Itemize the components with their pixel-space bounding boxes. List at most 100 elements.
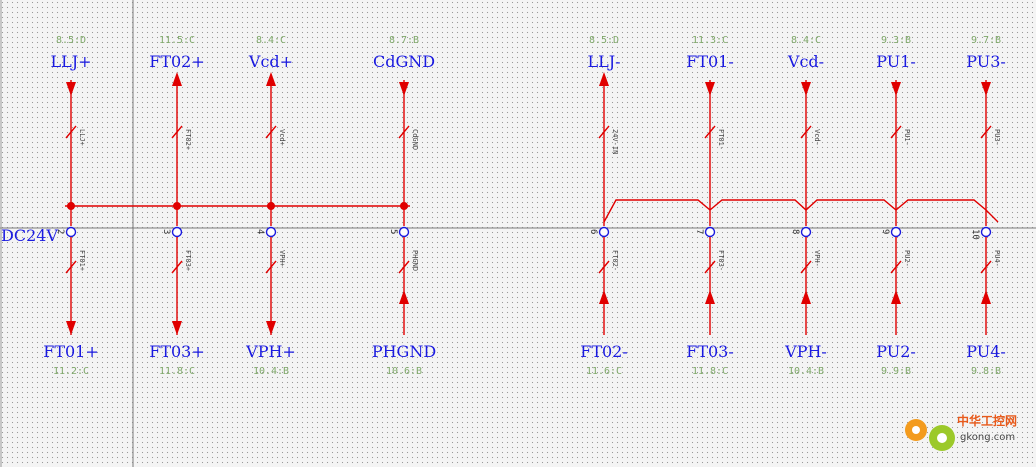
bottom-net-label: FT02-	[611, 250, 619, 271]
top-signal-label: LLJ+	[50, 52, 91, 71]
top-ref: 8.5:D	[56, 35, 86, 46]
top-net-label: PU1-	[903, 129, 911, 146]
top-arrow-up	[599, 72, 609, 86]
bottom-arrow-up	[599, 290, 609, 304]
bus-wires	[65, 199, 999, 223]
top-signal-label: FT02+	[149, 52, 205, 71]
bottom-arrow-up	[981, 290, 991, 304]
bottom-ref: 10.4:B	[253, 366, 289, 377]
bottom-ref: 9.9:B	[881, 366, 911, 377]
pin-number: 2	[55, 229, 65, 234]
pin-number: 8	[790, 229, 800, 234]
pin-number: 4	[255, 229, 265, 234]
bottom-ref: 11.8:C	[159, 366, 195, 377]
bottom-ref: 11.8:C	[692, 366, 728, 377]
terminal-pin	[398, 226, 410, 238]
junction-dot	[67, 202, 75, 210]
top-wire-marker	[171, 125, 183, 139]
terminal-columns: 8.5:DLLJ+LLJ+2FT01+FT01+11.2:C11.5:CFT02…	[43, 35, 1006, 377]
bottom-signal-label: VPH-	[784, 342, 827, 361]
watermark: 中华工控网 gkong.com	[905, 413, 1017, 451]
top-ref: 8.5:D	[589, 35, 619, 46]
top-ref: 11.5:C	[159, 35, 195, 46]
top-wire-marker	[704, 125, 716, 139]
terminal-pin	[65, 226, 77, 238]
top-ref: 9.3:B	[881, 35, 911, 46]
top-arrow-down	[891, 82, 901, 96]
bottom-wire-marker	[398, 260, 410, 274]
top-net-label: FT01-	[717, 129, 725, 150]
pin-number: 6	[588, 229, 598, 234]
top-net-label: PU3-	[993, 129, 1001, 146]
top-arrow-up	[172, 72, 182, 86]
bottom-net-label: FT01+	[78, 250, 86, 271]
bottom-arrow-down	[172, 321, 182, 335]
bottom-net-label: FT03-	[717, 250, 725, 271]
bottom-ref: 10.6:B	[386, 366, 422, 377]
top-signal-label: PU1-	[876, 52, 916, 71]
top-arrow-down	[66, 82, 76, 96]
junction-dot	[267, 202, 275, 210]
terminal-pin	[800, 226, 812, 238]
top-net-label: Vcd-	[813, 129, 821, 146]
top-net-label: 24V-IN	[611, 129, 619, 154]
top-wire-marker	[890, 125, 902, 139]
bottom-arrow-down	[266, 321, 276, 335]
bottom-arrow-up	[705, 290, 715, 304]
bottom-ref: 11.2:C	[53, 366, 89, 377]
watermark-cn: 中华工控网	[957, 413, 1017, 428]
top-signal-label: CdGND	[373, 52, 435, 71]
top-ref: 8.4:C	[256, 35, 286, 46]
top-ref: 8.7:B	[389, 35, 419, 46]
bottom-arrow-up	[801, 290, 811, 304]
bottom-wire-marker	[265, 260, 277, 274]
pin-number: 7	[694, 229, 704, 234]
junction-dot	[173, 202, 181, 210]
bottom-wire-marker	[704, 260, 716, 274]
top-signal-label: PU3-	[966, 52, 1006, 71]
terminal-pin	[171, 226, 183, 238]
top-wire-marker	[800, 125, 812, 139]
bottom-arrow-up	[399, 290, 409, 304]
bottom-arrow-down	[66, 321, 76, 335]
bus-right	[603, 199, 999, 223]
bottom-signal-label: FT03+	[149, 342, 205, 361]
top-wire-marker	[65, 125, 77, 139]
terminal-pin	[980, 226, 992, 238]
terminal-pin	[704, 226, 716, 238]
pin-number: 9	[880, 229, 890, 234]
bottom-ref: 10.4:B	[788, 366, 824, 377]
bottom-wire-marker	[800, 260, 812, 274]
bottom-wire-marker	[890, 260, 902, 274]
bottom-wire-marker	[598, 260, 610, 274]
bottom-signal-label: FT03-	[686, 342, 734, 361]
bottom-signal-label: FT02-	[580, 342, 628, 361]
top-wire-marker	[598, 125, 610, 139]
top-signal-label: LLJ-	[587, 52, 620, 71]
watermark-url: gkong.com	[960, 432, 1015, 443]
top-arrow-down	[399, 82, 409, 96]
bottom-wire-marker	[171, 260, 183, 274]
pin-number: 3	[161, 229, 171, 234]
terminal-pin	[598, 226, 610, 238]
bottom-wire-marker	[65, 260, 77, 274]
top-signal-label: Vcd-	[787, 52, 824, 71]
bottom-net-label: PU2-	[903, 250, 911, 267]
bottom-ref: 9.8:B	[971, 366, 1001, 377]
top-arrow-down	[981, 82, 991, 96]
bottom-arrow-up	[891, 290, 901, 304]
top-net-label: CdGND	[411, 129, 419, 150]
bottom-net-label: PU4-	[993, 250, 1001, 267]
top-wire-marker	[980, 125, 992, 139]
top-ref: 8.4:C	[791, 35, 821, 46]
top-arrow-down	[801, 82, 811, 96]
bottom-ref: 11.6:C	[586, 366, 622, 377]
